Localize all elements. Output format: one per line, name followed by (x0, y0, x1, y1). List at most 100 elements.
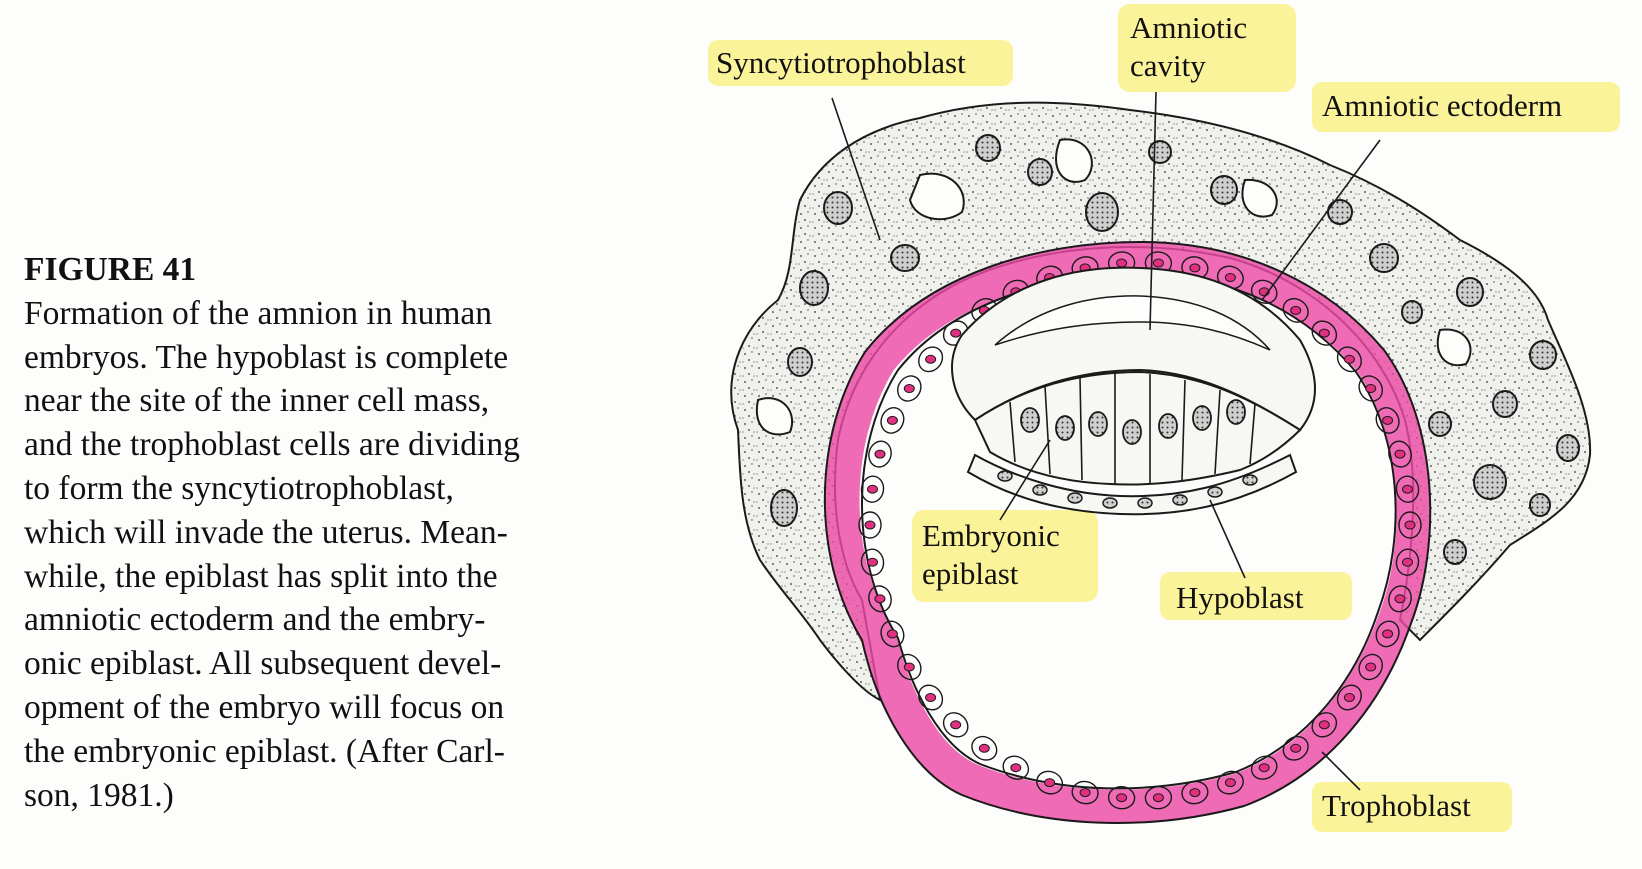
caption-line: son, 1981.) (24, 776, 174, 814)
trophoblast-cell (1358, 375, 1383, 402)
label-amniotic-ectoderm: Amniotic ectoderm (1322, 88, 1562, 123)
trophoblast-cell (918, 346, 944, 373)
trophoblast-nucleus (1404, 520, 1416, 530)
label-syncytiotrophoblast: Syncytiotrophoblast (716, 45, 966, 80)
trophoblast-cell (880, 406, 905, 434)
trophoblast-cell (880, 620, 905, 648)
trophoblast-cell (1107, 785, 1136, 810)
trophoblast-nucleus (1189, 263, 1201, 273)
caption-line: amniotic ectoderm and the embry- (24, 601, 486, 639)
trophoblast-cell (868, 585, 892, 613)
highlight-hypoblast (1160, 572, 1352, 620)
trophoblast-nucleus (867, 484, 878, 494)
caption-line: opment of the embryo will focus on (24, 688, 505, 726)
trophoblast-cell (1388, 585, 1412, 613)
caption-line: which will invade the uterus. Mean- (24, 513, 508, 551)
label-trophoblast: Trophoblast (1322, 788, 1471, 823)
hypoblast-layer (966, 453, 1298, 516)
trophoblast-nucleus (903, 384, 915, 393)
trophoblast-cell (1250, 279, 1278, 304)
trophoblast-nucleus (1116, 258, 1128, 268)
trophoblast-cell (860, 548, 885, 576)
trophoblast-cell (1311, 320, 1338, 346)
trophoblast-cell (1388, 440, 1412, 468)
trophoblast-nucleus (864, 520, 876, 530)
trophoblast-nucleus (1116, 793, 1128, 803)
trophoblast-nucleus (867, 557, 878, 567)
trophoblast-nucleus (1402, 557, 1413, 567)
trophoblast-nucleus (1290, 305, 1302, 315)
figure-label: FIGURE 41 (24, 251, 197, 288)
trophoblast-outer-outline (823, 240, 1432, 824)
trophoblast-cell (918, 684, 944, 711)
trophoblast-nucleus (1044, 778, 1056, 788)
trophoblast-cell (1395, 475, 1420, 503)
trophoblast-nucleus (1394, 449, 1406, 459)
highlight-amniotic-cavity (1118, 4, 1296, 92)
label-hypoblast: Hypoblast (1176, 580, 1304, 615)
label-embryonic-epiblast-line1: Embryonic (922, 518, 1060, 553)
trophoblast-nucleus (1290, 743, 1302, 753)
label-amniotic-cavity-line1: Amniotic (1130, 10, 1247, 45)
figure-caption: FIGURE 41 Formation of the amnion in hum… (24, 248, 664, 817)
epiblast-nuclei (1020, 399, 1246, 445)
caption-line: onic epiblast. All subsequent devel- (24, 645, 502, 683)
trophoblast-nucleus (1402, 484, 1413, 494)
highlight-embryonic-epiblast (912, 510, 1098, 602)
trophoblast-nucleus (1382, 415, 1394, 425)
trophoblast-cell (1250, 755, 1278, 780)
trophoblast-cell (1395, 548, 1420, 576)
trophoblast-nucleus (1318, 720, 1330, 730)
trophoblast-nucleus (886, 629, 898, 639)
trophoblast-nucleus (925, 693, 937, 702)
trophoblast-nucleus (874, 449, 886, 459)
trophoblast-nucleus (1010, 763, 1022, 773)
trophoblast-cell (1336, 684, 1362, 711)
caption-line: and the trophoblast cells are dividing (24, 426, 520, 464)
label-highlights (708, 4, 1620, 832)
trophoblast-cell (1144, 785, 1173, 810)
trophoblast-cell (868, 440, 892, 468)
trophoblast-nucleus (1394, 594, 1406, 604)
trophoblast-nucleus (1079, 788, 1091, 798)
trophoblast-cell (1336, 346, 1362, 373)
trophoblast-cell (1071, 780, 1099, 805)
trophoblast-band (825, 241, 1431, 824)
trophoblast-nucleus (874, 594, 886, 604)
caption-line: the embryonic epiblast. (After Carl- (24, 732, 505, 770)
trophoblast-nucleus (950, 720, 962, 730)
trophoblast-cell (897, 375, 922, 402)
caption-line: near the site of the inner cell mass, (24, 382, 490, 420)
highlight-trophoblast (1312, 782, 1512, 832)
amniotic-cavity-space (994, 295, 1271, 351)
hypoblast-nuclei (997, 470, 1258, 509)
label-embryonic-epiblast-line2: epiblast (922, 556, 1019, 591)
trophoblast-cell (1398, 511, 1422, 539)
trophoblast-nucleus (925, 354, 937, 364)
trophoblast-cell (1375, 620, 1400, 648)
trophoblast-cell (1375, 406, 1400, 434)
trophoblast-nucleus (1224, 273, 1236, 282)
trophoblast-nucleus (1365, 384, 1377, 393)
highlight-syncytiotrophoblast (708, 40, 1013, 86)
syncytium-lacunae (755, 138, 1472, 436)
caption-line: to form the syncytiotrophoblast, (24, 469, 454, 507)
trophoblast-cell (858, 511, 882, 539)
trophoblast-cell (897, 653, 922, 681)
trophoblast-nucleus (903, 662, 915, 672)
trophoblast-nucleus (1258, 763, 1270, 773)
leader-lines (831, 91, 1381, 791)
trophoblast-cell (1036, 770, 1064, 795)
syncytium-nuclei (770, 134, 1580, 565)
trophoblast-cell (1216, 770, 1244, 795)
caption-line: embryos. The hypoblast is complete (24, 338, 509, 376)
caption-line: Formation of the amnion in human (24, 294, 493, 332)
trophoblast-nucleus (978, 743, 990, 753)
trophoblast-nucleus (1224, 778, 1236, 788)
trophoblast-nucleus (1152, 258, 1164, 268)
trophoblast-nucleus (950, 328, 962, 338)
trophoblast-cell (942, 712, 969, 738)
highlight-amniotic-ectoderm (1312, 82, 1620, 132)
trophoblast-nucleus (1343, 693, 1355, 702)
